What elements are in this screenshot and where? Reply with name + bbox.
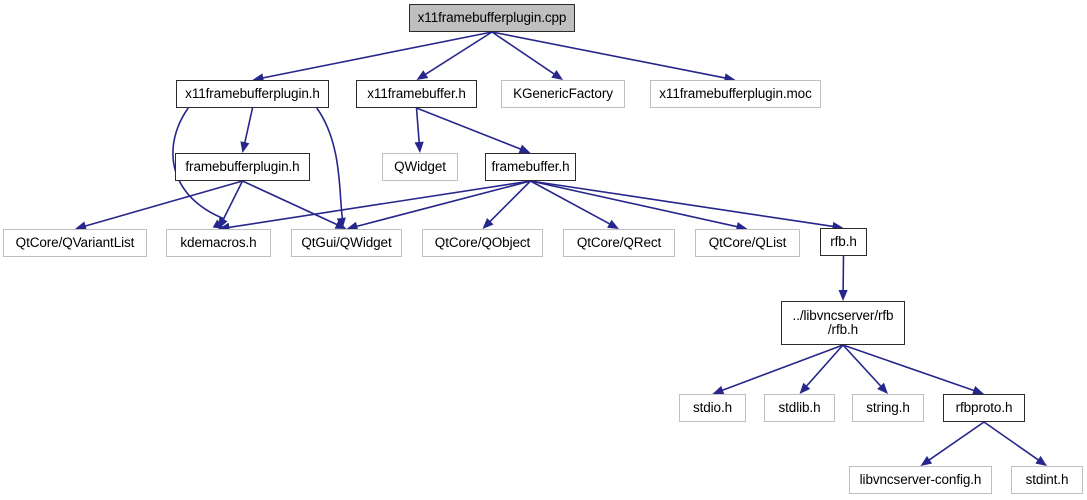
- edge-arrowhead: [240, 141, 250, 153]
- edge-line: [842, 344, 976, 392]
- edge-arrowhead: [877, 382, 888, 394]
- edge-line: [424, 31, 493, 76]
- graph-node-qtcore-qlist[interactable]: QtCore/QList: [695, 229, 800, 257]
- edge-line: [227, 180, 531, 229]
- graph-node-x11framebufferplugin-h[interactable]: x11framebufferplugin.h: [176, 80, 329, 108]
- graph-node-framebuffer-h[interactable]: framebuffer.h: [485, 153, 576, 181]
- graph-node-kgenericfactory[interactable]: KGenericFactory: [501, 80, 625, 108]
- edge-line: [261, 31, 493, 79]
- edge-line: [721, 344, 844, 392]
- edge-line: [530, 180, 739, 228]
- graph-node-qtcore-qrect[interactable]: QtCore/QRect: [563, 229, 675, 257]
- graph-node-stdint-h[interactable]: stdint.h: [1011, 466, 1083, 494]
- graph-node-x11framebufferplugin-moc[interactable]: x11framebufferplugin.moc: [650, 80, 821, 108]
- edge-arrowhead: [336, 217, 346, 229]
- edge-arrowhead: [518, 144, 531, 154]
- edge-arrowhead: [712, 385, 725, 395]
- edge-line: [355, 180, 531, 228]
- graph-node-string-h[interactable]: string.h: [852, 394, 924, 422]
- edge-line: [172, 107, 225, 220]
- graph-node-x11framebufferplugin-cpp[interactable]: x11framebufferplugin.cpp: [409, 4, 575, 32]
- edge-arrowhead: [482, 217, 494, 229]
- graph-node-qtcore-qobject[interactable]: QtCore/QObject: [422, 229, 543, 257]
- graph-node-x11framebuffer-h[interactable]: x11framebuffer.h: [356, 80, 477, 108]
- edge-line: [243, 107, 254, 144]
- graph-node-framebufferplugin-h[interactable]: framebufferplugin.h: [175, 153, 310, 181]
- graph-node-libvncserver-config-h[interactable]: libvncserver-config.h: [849, 466, 992, 494]
- graph-node-rfbproto-h[interactable]: rfbproto.h: [943, 394, 1025, 422]
- edge-arrowhead: [920, 455, 933, 466]
- edge-arrowhead: [212, 219, 225, 229]
- edge-arrowhead: [414, 141, 424, 153]
- edge-arrowhead: [551, 70, 563, 80]
- edge-line: [415, 107, 421, 144]
- graph-node-rfb-h[interactable]: rfb.h: [820, 228, 867, 256]
- edge-arrowhead: [346, 221, 359, 231]
- edge-line: [83, 180, 243, 228]
- edge-arrowhead: [218, 217, 228, 229]
- edge-arrowhead: [735, 222, 748, 232]
- edge-line: [842, 344, 883, 388]
- edge-line: [416, 107, 522, 151]
- edge-arrowhead: [334, 220, 347, 229]
- graph-node-stdio-h[interactable]: stdio.h: [679, 394, 746, 422]
- graph-node-qtcore-qvariantlist[interactable]: QtCore/QVariantList: [3, 229, 147, 257]
- edge-line: [316, 107, 344, 220]
- edge-line: [927, 421, 985, 462]
- edge-line: [805, 344, 844, 388]
- graph-node-qtgui-qwidget[interactable]: QtGui/QWidget: [291, 229, 402, 257]
- edge-line: [491, 31, 556, 76]
- edge-arrowhead: [607, 219, 619, 229]
- edge-line: [491, 31, 727, 79]
- edge-line: [983, 421, 1040, 462]
- edge-arrowhead: [1035, 455, 1047, 466]
- edge-arrowhead: [799, 382, 811, 394]
- edge-line: [488, 180, 532, 223]
- edge-line: [242, 180, 339, 226]
- edge-line: [530, 180, 835, 228]
- edge-arrowhead: [75, 221, 87, 231]
- graph-node-libvncserver-rfb-rfb-h[interactable]: ../libvncserver/rfb /rfb.h: [781, 301, 905, 345]
- graph-node-kdemacros-h[interactable]: kdemacros.h: [166, 229, 271, 257]
- edge-arrowhead: [838, 289, 848, 301]
- edge-line: [530, 180, 612, 226]
- edge-line: [222, 180, 244, 221]
- graph-node-qwidget[interactable]: QWidget: [382, 153, 458, 181]
- edge-arrowhead: [972, 386, 984, 395]
- edge-arrowhead: [416, 70, 429, 80]
- graph-node-stdlib-h[interactable]: stdlib.h: [764, 394, 835, 422]
